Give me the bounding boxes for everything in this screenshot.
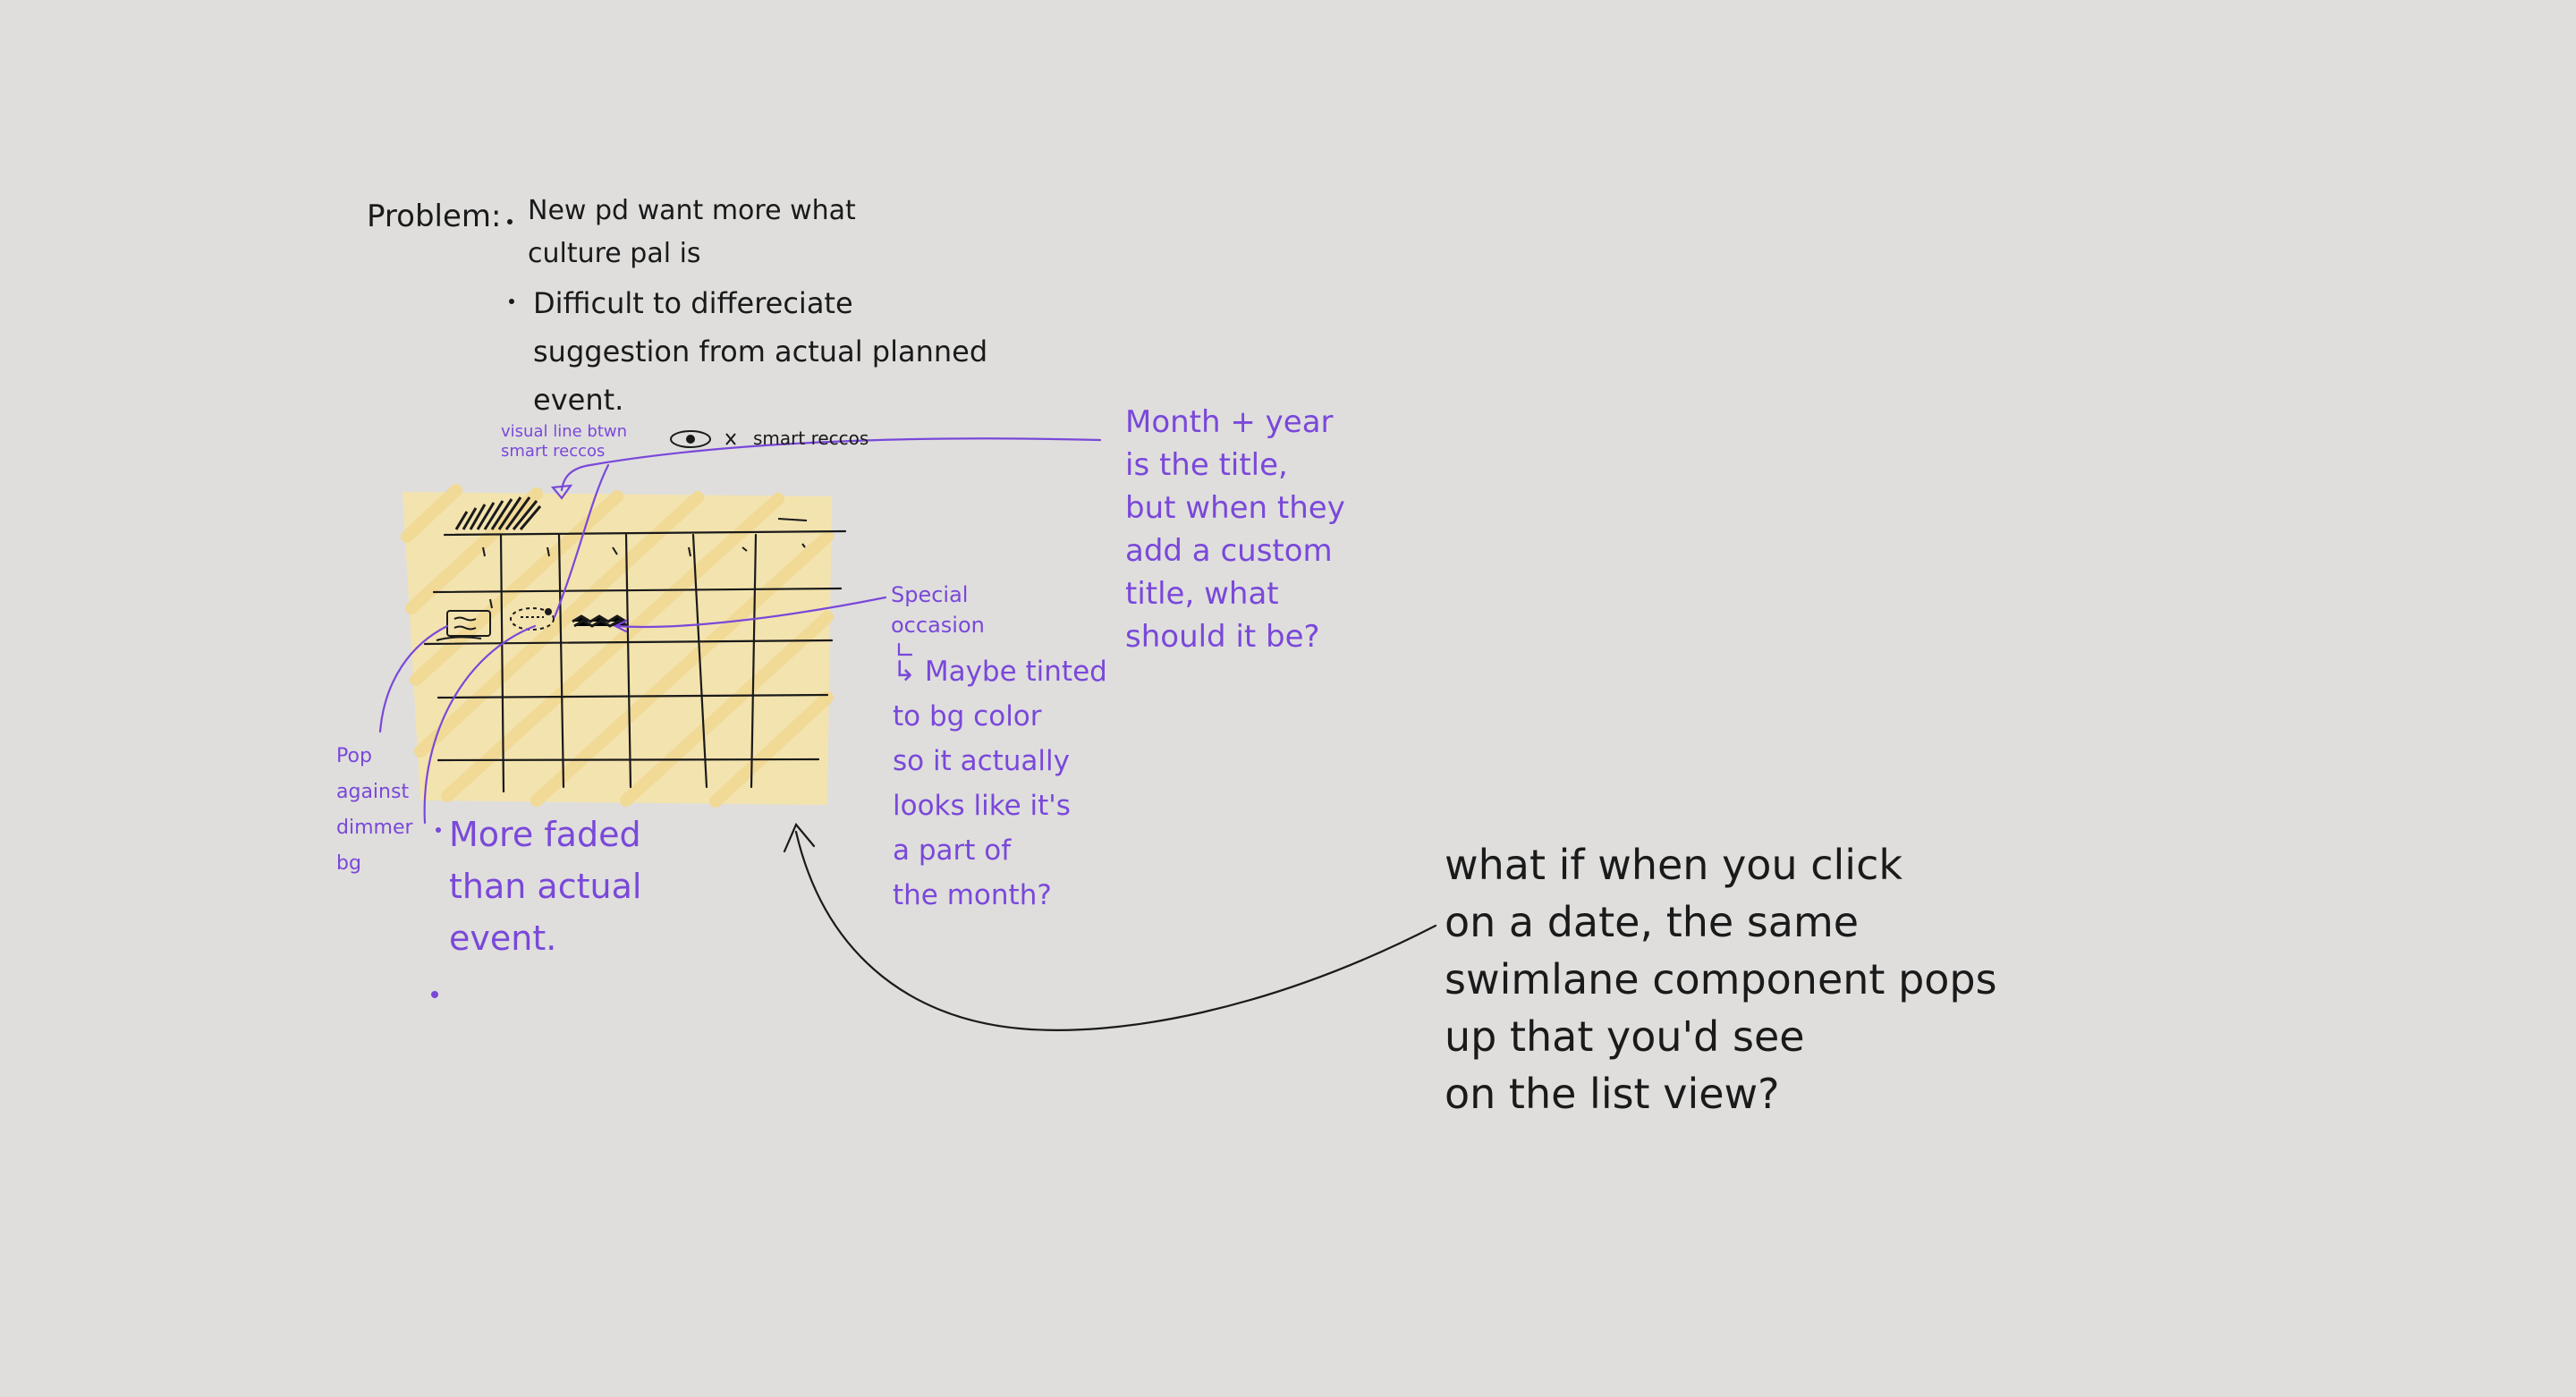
suggestion-sketch <box>510 607 555 631</box>
swimlane-arrow <box>783 822 1437 1031</box>
maybe-tinted-note: ↳ Maybe tinted to bg color so it actuall… <box>893 656 1107 911</box>
pop-against-note: Pop against dimmer bg <box>336 745 413 875</box>
special-occasion-scribble <box>572 614 629 628</box>
visual-line-note: visual line btwn smart reccos <box>501 422 628 461</box>
yellow-highlight-scribble <box>401 484 834 808</box>
month-year-note: Month + year is the title, but when they… <box>1125 404 1345 655</box>
date-number-marks <box>482 518 808 609</box>
month-title-scribble <box>454 496 542 530</box>
problem-bullet-2: Difficult to differeciate suggestion fro… <box>533 286 988 417</box>
problem-bullet-1: New pd want more what culture pal is <box>528 195 856 269</box>
problem-heading: Problem: <box>367 199 502 234</box>
swimlane-note: what if when you click on a date, the sa… <box>1445 841 1997 1118</box>
special-occasion-note: Special occasion <box>891 582 985 638</box>
bullet-dots <box>431 219 514 998</box>
calendar-grid <box>423 529 847 793</box>
event-card-sketch <box>436 610 491 641</box>
smart-reccos-label: smart reccos <box>753 428 869 449</box>
more-faded-note: More faded than actual event. <box>449 815 642 958</box>
eye-icon <box>670 430 736 448</box>
annotation-arrows <box>378 437 1102 825</box>
